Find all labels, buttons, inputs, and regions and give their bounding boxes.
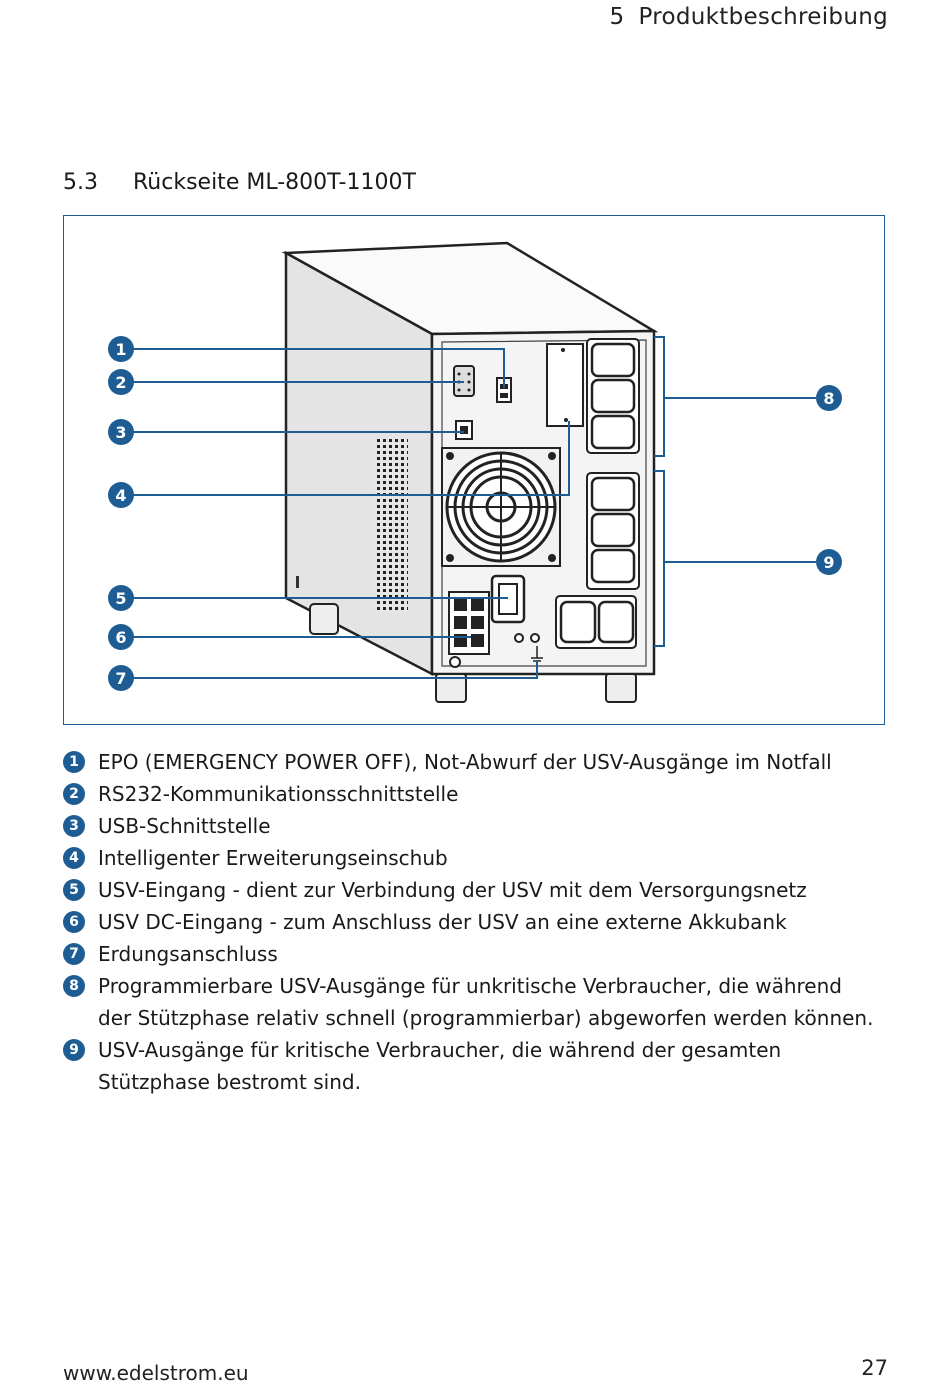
- figure-frame: 1 2 3 4 5 6 7 8: [63, 215, 885, 725]
- svg-text:7: 7: [115, 669, 126, 688]
- svg-text:5: 5: [115, 589, 126, 608]
- svg-text:9: 9: [823, 553, 834, 572]
- legend-item: 6 USV DC-Eingang - zum Anschluss der USV…: [63, 906, 903, 938]
- legend-number-badge: 7: [63, 943, 85, 965]
- cooling-fan: [441, 447, 561, 567]
- legend-number-badge: 8: [63, 975, 85, 997]
- callout-lines: [132, 336, 816, 679]
- chapter-title: Produktbeschreibung: [638, 4, 888, 30]
- svg-text:4: 4: [115, 486, 126, 505]
- critical-outlets: [555, 472, 640, 649]
- svg-text:3: 3: [115, 423, 126, 442]
- legend-text: USV-Ausgänge für kritische Verbraucher, …: [98, 1038, 782, 1094]
- legend-number-badge: 9: [63, 1039, 85, 1061]
- ground-terminal: [514, 633, 543, 662]
- legend-text: USV DC-Eingang - zum Anschluss der USV a…: [98, 910, 787, 934]
- legend-item: 5 USV-Eingang - dient zur Verbindung der…: [63, 874, 903, 906]
- callout-9: 9: [816, 549, 842, 575]
- svg-text:2: 2: [115, 373, 126, 392]
- legend-number-badge: 2: [63, 783, 85, 805]
- callout-4: 4: [108, 482, 134, 508]
- callout-5: 5: [108, 585, 134, 611]
- ups-rear-illustration: 1 2 3 4 5 6 7 8: [108, 241, 842, 703]
- legend-item: 4 Intelligenter Erweiterungseinschub: [63, 842, 903, 874]
- legend-text: EPO (EMERGENCY POWER OFF), Not-Abwurf de…: [98, 750, 832, 774]
- section-number: 5.3: [63, 170, 98, 195]
- legend-number-badge: 3: [63, 815, 85, 837]
- callout-8: 8: [816, 385, 842, 411]
- section-title: Rückseite ML-800T-1100T: [133, 170, 416, 195]
- legend-number-badge: 4: [63, 847, 85, 869]
- legend-text: Programmierbare USV-Ausgänge für unkriti…: [98, 974, 874, 1030]
- expansion-slot: [546, 343, 584, 427]
- svg-text:8: 8: [823, 389, 834, 408]
- legend-text: USV-Eingang - dient zur Verbindung der U…: [98, 878, 807, 902]
- svg-text:1: 1: [115, 340, 126, 359]
- usb-port: [455, 420, 473, 440]
- legend-list: 1 EPO (EMERGENCY POWER OFF), Not-Abwurf …: [63, 746, 903, 1098]
- legend-text: RS232-Kommunikationsschnittstelle: [98, 782, 459, 806]
- footer-url: www.edelstrom.eu: [63, 1361, 249, 1385]
- legend-text: USB-Schnittstelle: [98, 814, 271, 838]
- legend-number-badge: 6: [63, 911, 85, 933]
- callout-2: 2: [108, 369, 134, 395]
- legend-item: 8 Programmierbare USV-Ausgänge für unkri…: [63, 970, 903, 1034]
- callout-6: 6: [108, 624, 134, 650]
- section-heading: 5.3 Rückseite ML-800T-1100T: [63, 170, 416, 195]
- page-header: 5 Produktbeschreibung: [610, 4, 888, 30]
- legend-number-badge: 5: [63, 879, 85, 901]
- legend-number-badge: 1: [63, 751, 85, 773]
- legend-item: 2 RS232-Kommunikationsschnittstelle: [63, 778, 903, 810]
- legend-item: 3 USB-Schnittstelle: [63, 810, 903, 842]
- legend-item: 7 Erdungsanschluss: [63, 938, 903, 970]
- callout-3: 3: [108, 419, 134, 445]
- legend-text: Erdungsanschluss: [98, 942, 278, 966]
- legend-item: 9 USV-Ausgänge für kritische Verbraucher…: [63, 1034, 903, 1098]
- legend-item: 1 EPO (EMERGENCY POWER OFF), Not-Abwurf …: [63, 746, 903, 778]
- callout-1: 1: [108, 336, 134, 362]
- svg-text:6: 6: [115, 628, 126, 647]
- legend-text: Intelligenter Erweiterungseinschub: [98, 846, 448, 870]
- callout-7: 7: [108, 665, 134, 691]
- programmable-outlets: [586, 338, 640, 454]
- page-number: 27: [861, 1356, 888, 1380]
- chapter-number: 5: [609, 4, 625, 30]
